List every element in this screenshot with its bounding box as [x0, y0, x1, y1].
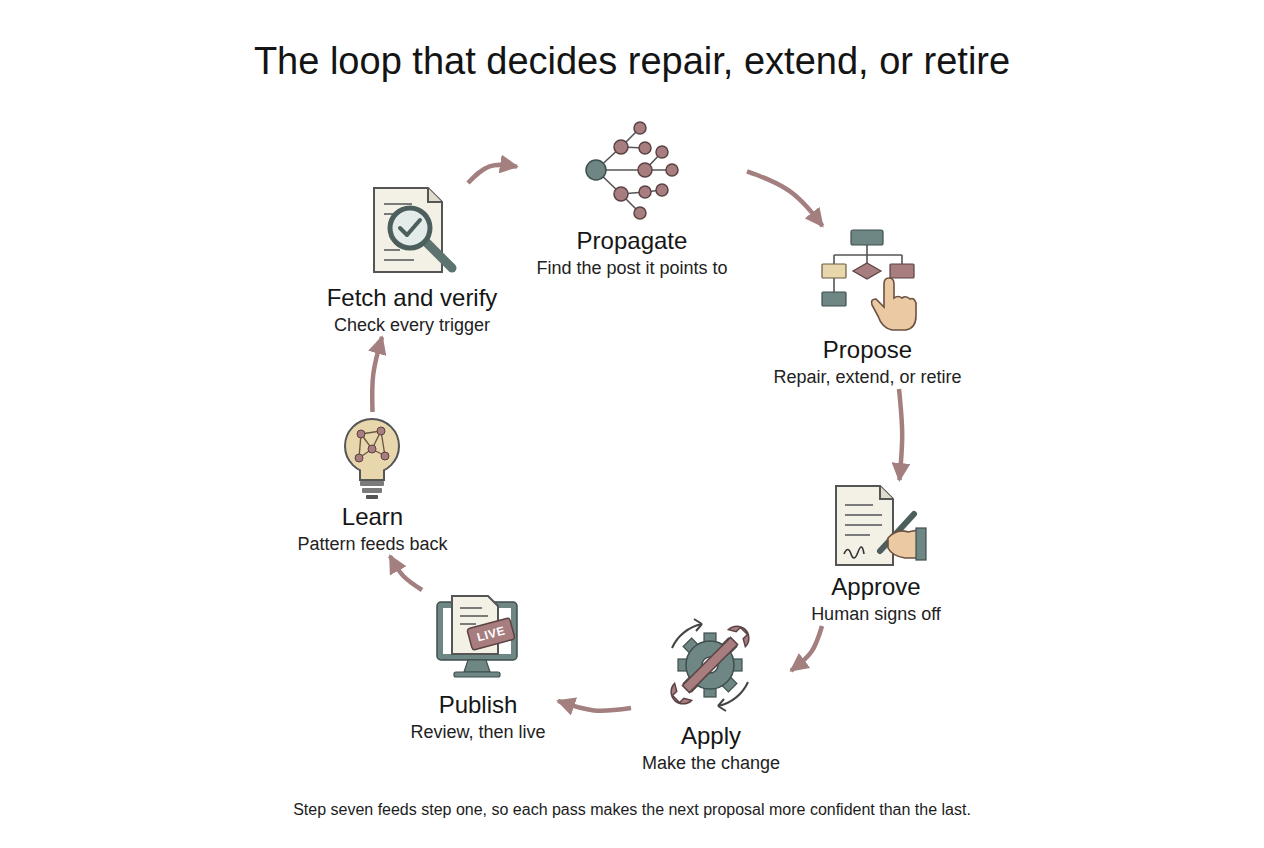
cycle-mark: [718, 682, 748, 706]
step-description: Find the post it points to: [536, 256, 727, 280]
cycle-arrow: [747, 171, 823, 226]
bulb-base: [360, 481, 384, 486]
step-description: Check every trigger: [334, 313, 490, 337]
graph-leaf: [634, 207, 646, 219]
document-fold: [880, 486, 893, 499]
graph-leaf: [666, 164, 678, 176]
wrench-head: [728, 621, 753, 646]
step-node: ApproveHuman signs off: [786, 480, 966, 626]
document-shape: [836, 486, 893, 565]
cycle-arrow: [468, 165, 517, 183]
magnifier-lens: [390, 208, 430, 248]
magnifier-handle: [426, 242, 452, 268]
step-title: Fetch and verify: [327, 283, 498, 313]
graph-leaf: [656, 146, 668, 158]
step-node: Fetch and verifyCheck every trigger: [312, 183, 512, 337]
network-node: [357, 430, 365, 438]
graph-leaf: [656, 184, 668, 196]
graph-leaf: [634, 122, 646, 134]
cycle-arrow: [372, 337, 382, 412]
document-lines: [845, 505, 882, 535]
check-mark: [400, 220, 420, 235]
flow-box: [890, 264, 914, 278]
sleeve: [916, 528, 926, 560]
cycle-arrow: [390, 556, 422, 590]
wrench-shaft: [682, 637, 737, 692]
diagram-caption: Step seven feeds step one, so each pass …: [0, 798, 1264, 822]
step-title: Learn: [342, 502, 403, 532]
step-title: Propose: [823, 335, 912, 365]
apply-icon: [666, 619, 754, 711]
wrench-head: [666, 683, 691, 708]
network-node: [377, 427, 385, 435]
graph-leaf: [639, 186, 651, 198]
diagram-title: The loop that decides repair, extend, or…: [0, 36, 1264, 86]
step-description: Pattern feeds back: [297, 532, 447, 556]
graph-root: [586, 160, 606, 180]
cycle-mark: [672, 624, 702, 648]
step-title: Approve: [831, 572, 920, 602]
graph-links: [596, 128, 672, 213]
bulb-glass: [345, 419, 399, 473]
graph-leaf: [639, 142, 651, 154]
cycle-arrow: [791, 626, 822, 671]
step-title: Apply: [681, 721, 741, 751]
learn-icon: [345, 419, 399, 499]
step-node: ProposeRepair, extend, or retire: [755, 226, 980, 389]
network-node: [355, 454, 363, 462]
fetch-icon: [374, 188, 452, 272]
flow-box: [851, 230, 883, 245]
step-description: Human signs off: [811, 602, 941, 626]
writing-hand: [888, 530, 918, 558]
live-badge: [467, 618, 515, 651]
bulb-tip: [366, 495, 378, 499]
badge-label: LIVE: [475, 624, 506, 645]
flow-diamond: [853, 263, 881, 279]
flow-box: [822, 264, 846, 278]
network-node: [381, 452, 389, 460]
cycle-arrow: [558, 701, 631, 711]
signature: [844, 547, 864, 558]
graph-node: [638, 163, 652, 177]
bulb-neck-fill: [361, 467, 383, 479]
step-description: Repair, extend, or retire: [773, 365, 961, 389]
document-lines: [460, 608, 488, 624]
document-shape: [374, 188, 442, 272]
approve-icon: [836, 486, 926, 565]
bulb-neck: [360, 466, 384, 480]
step-node: PropagateFind the post it points to: [517, 118, 747, 280]
step-node: PublishReview, then live: [398, 590, 558, 744]
wrench: [666, 621, 754, 709]
step-title: Publish: [439, 690, 518, 720]
bulb-base: [362, 488, 382, 493]
cycle-mark-head: [694, 619, 702, 631]
cycle-mark-head: [718, 699, 726, 711]
gear: [678, 633, 742, 697]
step-node: ApplyMake the change: [631, 626, 791, 775]
monitor-stand: [464, 660, 490, 672]
monitor-base: [454, 672, 500, 677]
flow-box: [822, 292, 846, 306]
step-node: LearnPattern feeds back: [285, 412, 460, 556]
document-fold: [428, 188, 442, 202]
network-node: [368, 445, 376, 453]
propose-icon: [822, 230, 916, 330]
propagate-icon: [586, 122, 678, 219]
publish-icon: [437, 596, 517, 677]
badge-shape: [467, 618, 515, 651]
graph-node: [614, 187, 628, 201]
graph-node: [614, 140, 628, 154]
step-description: Review, then live: [410, 720, 545, 744]
pointing-hand: [872, 278, 917, 330]
cycle-arrow: [899, 389, 902, 480]
step-title: Propagate: [577, 226, 688, 256]
step-description: Make the change: [642, 751, 780, 775]
